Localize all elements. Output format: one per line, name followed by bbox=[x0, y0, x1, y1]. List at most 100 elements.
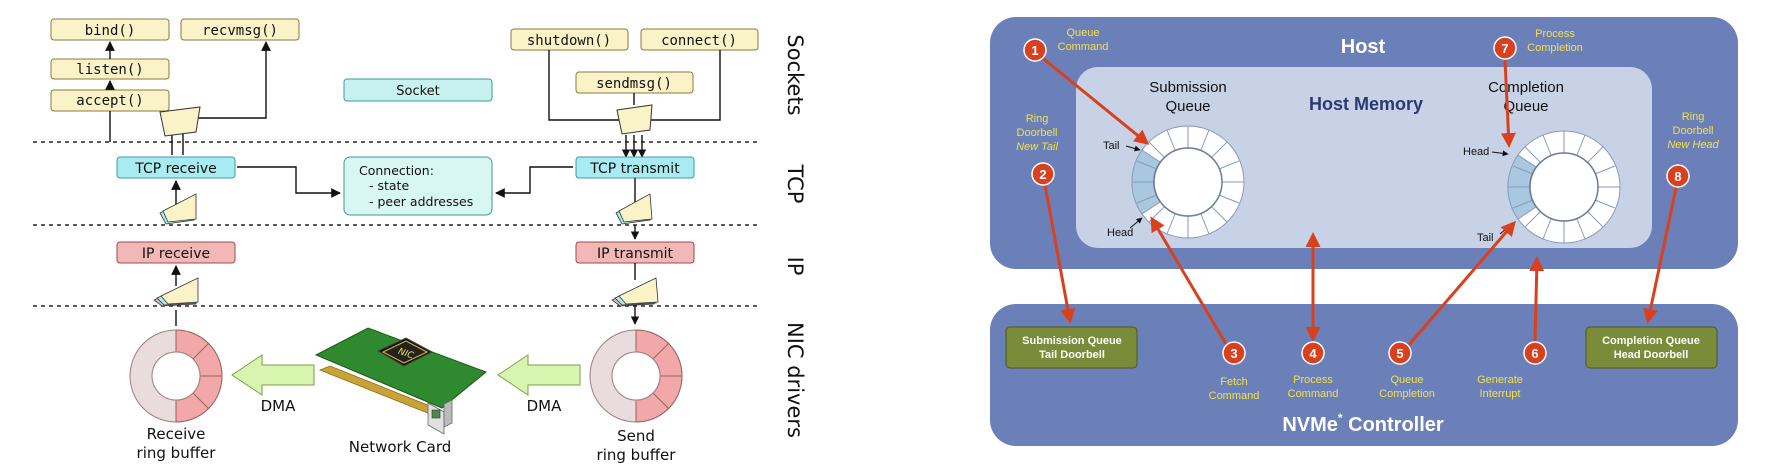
connect-box bbox=[640, 28, 759, 51]
step4-label-1: Process bbox=[1293, 374, 1333, 386]
recvmsg-box bbox=[180, 18, 300, 41]
cq-head-arrow bbox=[1491, 150, 1509, 157]
recvmsg-label: recvmsg() bbox=[202, 23, 278, 39]
step8-label-3: New Head bbox=[1667, 139, 1719, 151]
dma-label-send: DMA bbox=[527, 397, 562, 415]
step6-label-1: Generate bbox=[1477, 374, 1523, 386]
step1-label-2: Command bbox=[1058, 41, 1109, 53]
sq-doorbell-label-1: Submission Queue bbox=[1022, 335, 1122, 347]
tcp-receive-label: TCP receive bbox=[134, 161, 217, 177]
shutdown-box bbox=[510, 28, 629, 51]
cq-doorbell-label-2: Head Doorbell bbox=[1614, 349, 1689, 361]
layer-label-ip: IP bbox=[783, 257, 807, 276]
dma-label-receive: DMA bbox=[261, 397, 296, 415]
sq-doorbell-label-2: Tail Doorbell bbox=[1039, 349, 1105, 361]
accept-label: accept() bbox=[76, 93, 143, 109]
layer-dividers bbox=[33, 141, 760, 307]
socket-rx-fan bbox=[159, 106, 201, 137]
host-title: Host bbox=[1341, 36, 1386, 58]
receive-ring-buffer bbox=[129, 329, 223, 423]
cq-tail-label: Tail bbox=[1477, 232, 1494, 244]
layer-label-tcp: TCP bbox=[783, 164, 807, 204]
step8-label-1: Ring bbox=[1682, 111, 1705, 123]
step8-badge bbox=[1666, 164, 1690, 188]
arrow-step1 bbox=[1039, 54, 1150, 145]
submission-queue-ring bbox=[1131, 125, 1245, 239]
shutdown-label: shutdown() bbox=[527, 33, 611, 49]
sq-tail-doorbell bbox=[1005, 326, 1138, 369]
step8-label-2: Doorbell bbox=[1673, 125, 1714, 137]
receive-buffer-label-1: Receive bbox=[147, 425, 206, 443]
step7-number: 7 bbox=[1501, 41, 1508, 56]
step3-label-1: Fetch bbox=[1220, 376, 1248, 388]
step7-label-1: Process bbox=[1535, 28, 1575, 40]
step1-number: 1 bbox=[1031, 43, 1038, 58]
completion-queue-title-1: Completion bbox=[1488, 79, 1564, 96]
cq-doorbell-label-1: Completion Queue bbox=[1602, 335, 1700, 347]
step1-label-1: Queue bbox=[1066, 27, 1099, 39]
sq-tail-label: Tail bbox=[1103, 140, 1120, 152]
ip-transmit-label: IP transmit bbox=[597, 246, 674, 262]
step5-number: 5 bbox=[1396, 346, 1403, 361]
step3-label-2: Command bbox=[1209, 390, 1260, 402]
tcp-rx-fan bbox=[159, 193, 197, 225]
tcp-tx-fan bbox=[615, 193, 653, 225]
step1-badge bbox=[1023, 38, 1047, 62]
dma-arrow-receive bbox=[231, 354, 315, 396]
step7-label-2: Completion bbox=[1527, 42, 1583, 54]
host-memory-title: Host Memory bbox=[1309, 94, 1423, 114]
step5-label-1: Queue bbox=[1390, 374, 1423, 386]
step5-label-2: Completion bbox=[1379, 388, 1435, 400]
step3-number: 3 bbox=[1230, 346, 1237, 361]
step6-label-2: Interrupt bbox=[1480, 388, 1521, 400]
ip-receive-label: IP receive bbox=[142, 246, 210, 262]
connection-title: Connection: bbox=[359, 163, 434, 178]
sendmsg-label: sendmsg() bbox=[596, 76, 672, 92]
receive-buffer-label-2: ring buffer bbox=[137, 444, 217, 462]
step6-badge bbox=[1523, 341, 1547, 365]
sq-tail-arrow bbox=[1125, 145, 1141, 152]
socket-label: Socket bbox=[396, 84, 440, 99]
socket-tx-fan bbox=[616, 104, 653, 135]
arrow-tx-connection bbox=[495, 166, 573, 198]
listen-label: listen() bbox=[76, 62, 143, 78]
bind-box bbox=[50, 18, 170, 41]
layer-label-sockets: Sockets bbox=[783, 34, 807, 115]
tcp-transmit-label: TCP transmit bbox=[589, 161, 680, 177]
step2-number: 2 bbox=[1039, 167, 1046, 182]
line-connect bbox=[646, 50, 721, 121]
completion-queue-ring bbox=[1507, 130, 1621, 244]
bind-label: bind() bbox=[85, 23, 136, 39]
connection-state: - state bbox=[369, 178, 409, 193]
arrow-step2 bbox=[1043, 184, 1076, 324]
send-buffer-label-1: Send bbox=[617, 427, 655, 445]
step4-number: 4 bbox=[1309, 346, 1317, 361]
controller-title: NVMe* Controller bbox=[1282, 411, 1444, 436]
step4-label-2: Command bbox=[1288, 388, 1339, 400]
sq-head-arrow bbox=[1129, 217, 1143, 229]
arrow-step3 bbox=[1150, 216, 1228, 345]
step7-badge bbox=[1493, 36, 1517, 60]
cq-head-label: Head bbox=[1463, 146, 1489, 158]
network-card-label: Network Card bbox=[349, 438, 452, 456]
ip-rx-fan bbox=[153, 277, 199, 307]
dma-arrow-send bbox=[497, 354, 581, 396]
connection-peer: - peer addresses bbox=[369, 194, 473, 209]
step3-badge bbox=[1222, 341, 1246, 365]
socket-box bbox=[343, 78, 493, 102]
completion-queue-title-2: Queue bbox=[1503, 98, 1548, 115]
ip-receive-box bbox=[116, 241, 236, 264]
network-stack-diagram: Sockets TCP IP NIC drivers bind() recvms… bbox=[33, 18, 807, 464]
step2-label-2: Doorbell bbox=[1017, 127, 1058, 139]
ip-tx-fan bbox=[611, 277, 659, 307]
arrow-recvmsg bbox=[187, 41, 271, 119]
arrow-step8 bbox=[1643, 187, 1678, 324]
submission-queue-title-2: Queue bbox=[1165, 98, 1210, 115]
step8-number: 8 bbox=[1674, 169, 1681, 184]
layer-label-nic: NIC drivers bbox=[783, 322, 807, 438]
controller-panel bbox=[990, 304, 1738, 446]
arrow-step5 bbox=[1406, 220, 1516, 347]
step5-badge bbox=[1388, 341, 1412, 365]
step6-number: 6 bbox=[1531, 346, 1538, 361]
